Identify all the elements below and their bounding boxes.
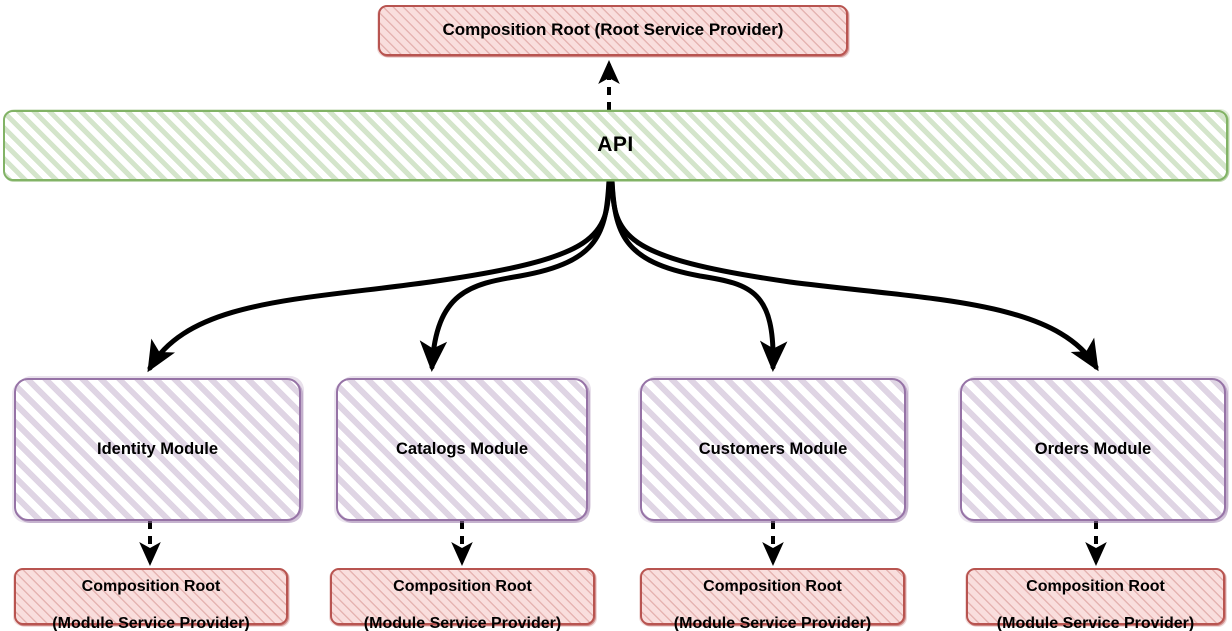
- edge-api-to-identity: [147, 178, 612, 373]
- module-root-catalogs-line2: (Module Service Provider): [363, 615, 562, 631]
- node-module-identity[interactable]: Identity Module: [14, 378, 301, 521]
- module-root-orders-line1: Composition Root: [1026, 577, 1165, 595]
- node-module-root-orders[interactable]: Composition Root (Module Service Provide…: [966, 568, 1225, 631]
- module-root-identity-line2: (Module Service Provider): [52, 615, 250, 631]
- node-module-orders[interactable]: Orders Module: [960, 378, 1226, 521]
- composition-root-label: Composition Root (Root Service Provider): [442, 20, 784, 40]
- module-root-identity-line1: Composition Root: [81, 577, 221, 595]
- module-catalogs-label: Catalogs Module: [395, 439, 528, 458]
- module-root-orders-line2: (Module Service Provider): [996, 615, 1195, 631]
- node-module-catalogs[interactable]: Catalogs Module: [336, 378, 588, 521]
- module-root-catalogs-line1: Composition Root: [393, 577, 532, 595]
- node-module-root-identity[interactable]: Composition Root (Module Service Provide…: [14, 568, 288, 631]
- module-root-customers-label: Composition Root (Module Service Provide…: [674, 559, 871, 631]
- node-composition-root[interactable]: Composition Root (Root Service Provider): [378, 5, 848, 56]
- module-root-customers-line2: (Module Service Provider): [673, 615, 872, 631]
- module-root-identity-label: Composition Root (Module Service Provide…: [52, 559, 249, 631]
- module-root-customers-line1: Composition Root: [703, 577, 842, 595]
- api-label: API: [597, 133, 634, 157]
- node-module-customers[interactable]: Customers Module: [640, 378, 906, 521]
- module-customers-label: Customers Module: [698, 439, 848, 458]
- module-orders-label: Orders Module: [1034, 439, 1152, 458]
- edge-api-to-orders: [609, 178, 1099, 372]
- module-identity-label: Identity Module: [97, 439, 218, 458]
- module-root-orders-label: Composition Root (Module Service Provide…: [997, 559, 1194, 631]
- module-root-catalogs-label: Composition Root (Module Service Provide…: [364, 559, 561, 631]
- edge-api-to-customers: [609, 178, 788, 372]
- node-api[interactable]: API: [3, 110, 1228, 181]
- node-module-root-catalogs[interactable]: Composition Root (Module Service Provide…: [330, 568, 595, 631]
- node-module-root-customers[interactable]: Composition Root (Module Service Provide…: [640, 568, 905, 631]
- edge-api-to-catalogs: [419, 178, 612, 372]
